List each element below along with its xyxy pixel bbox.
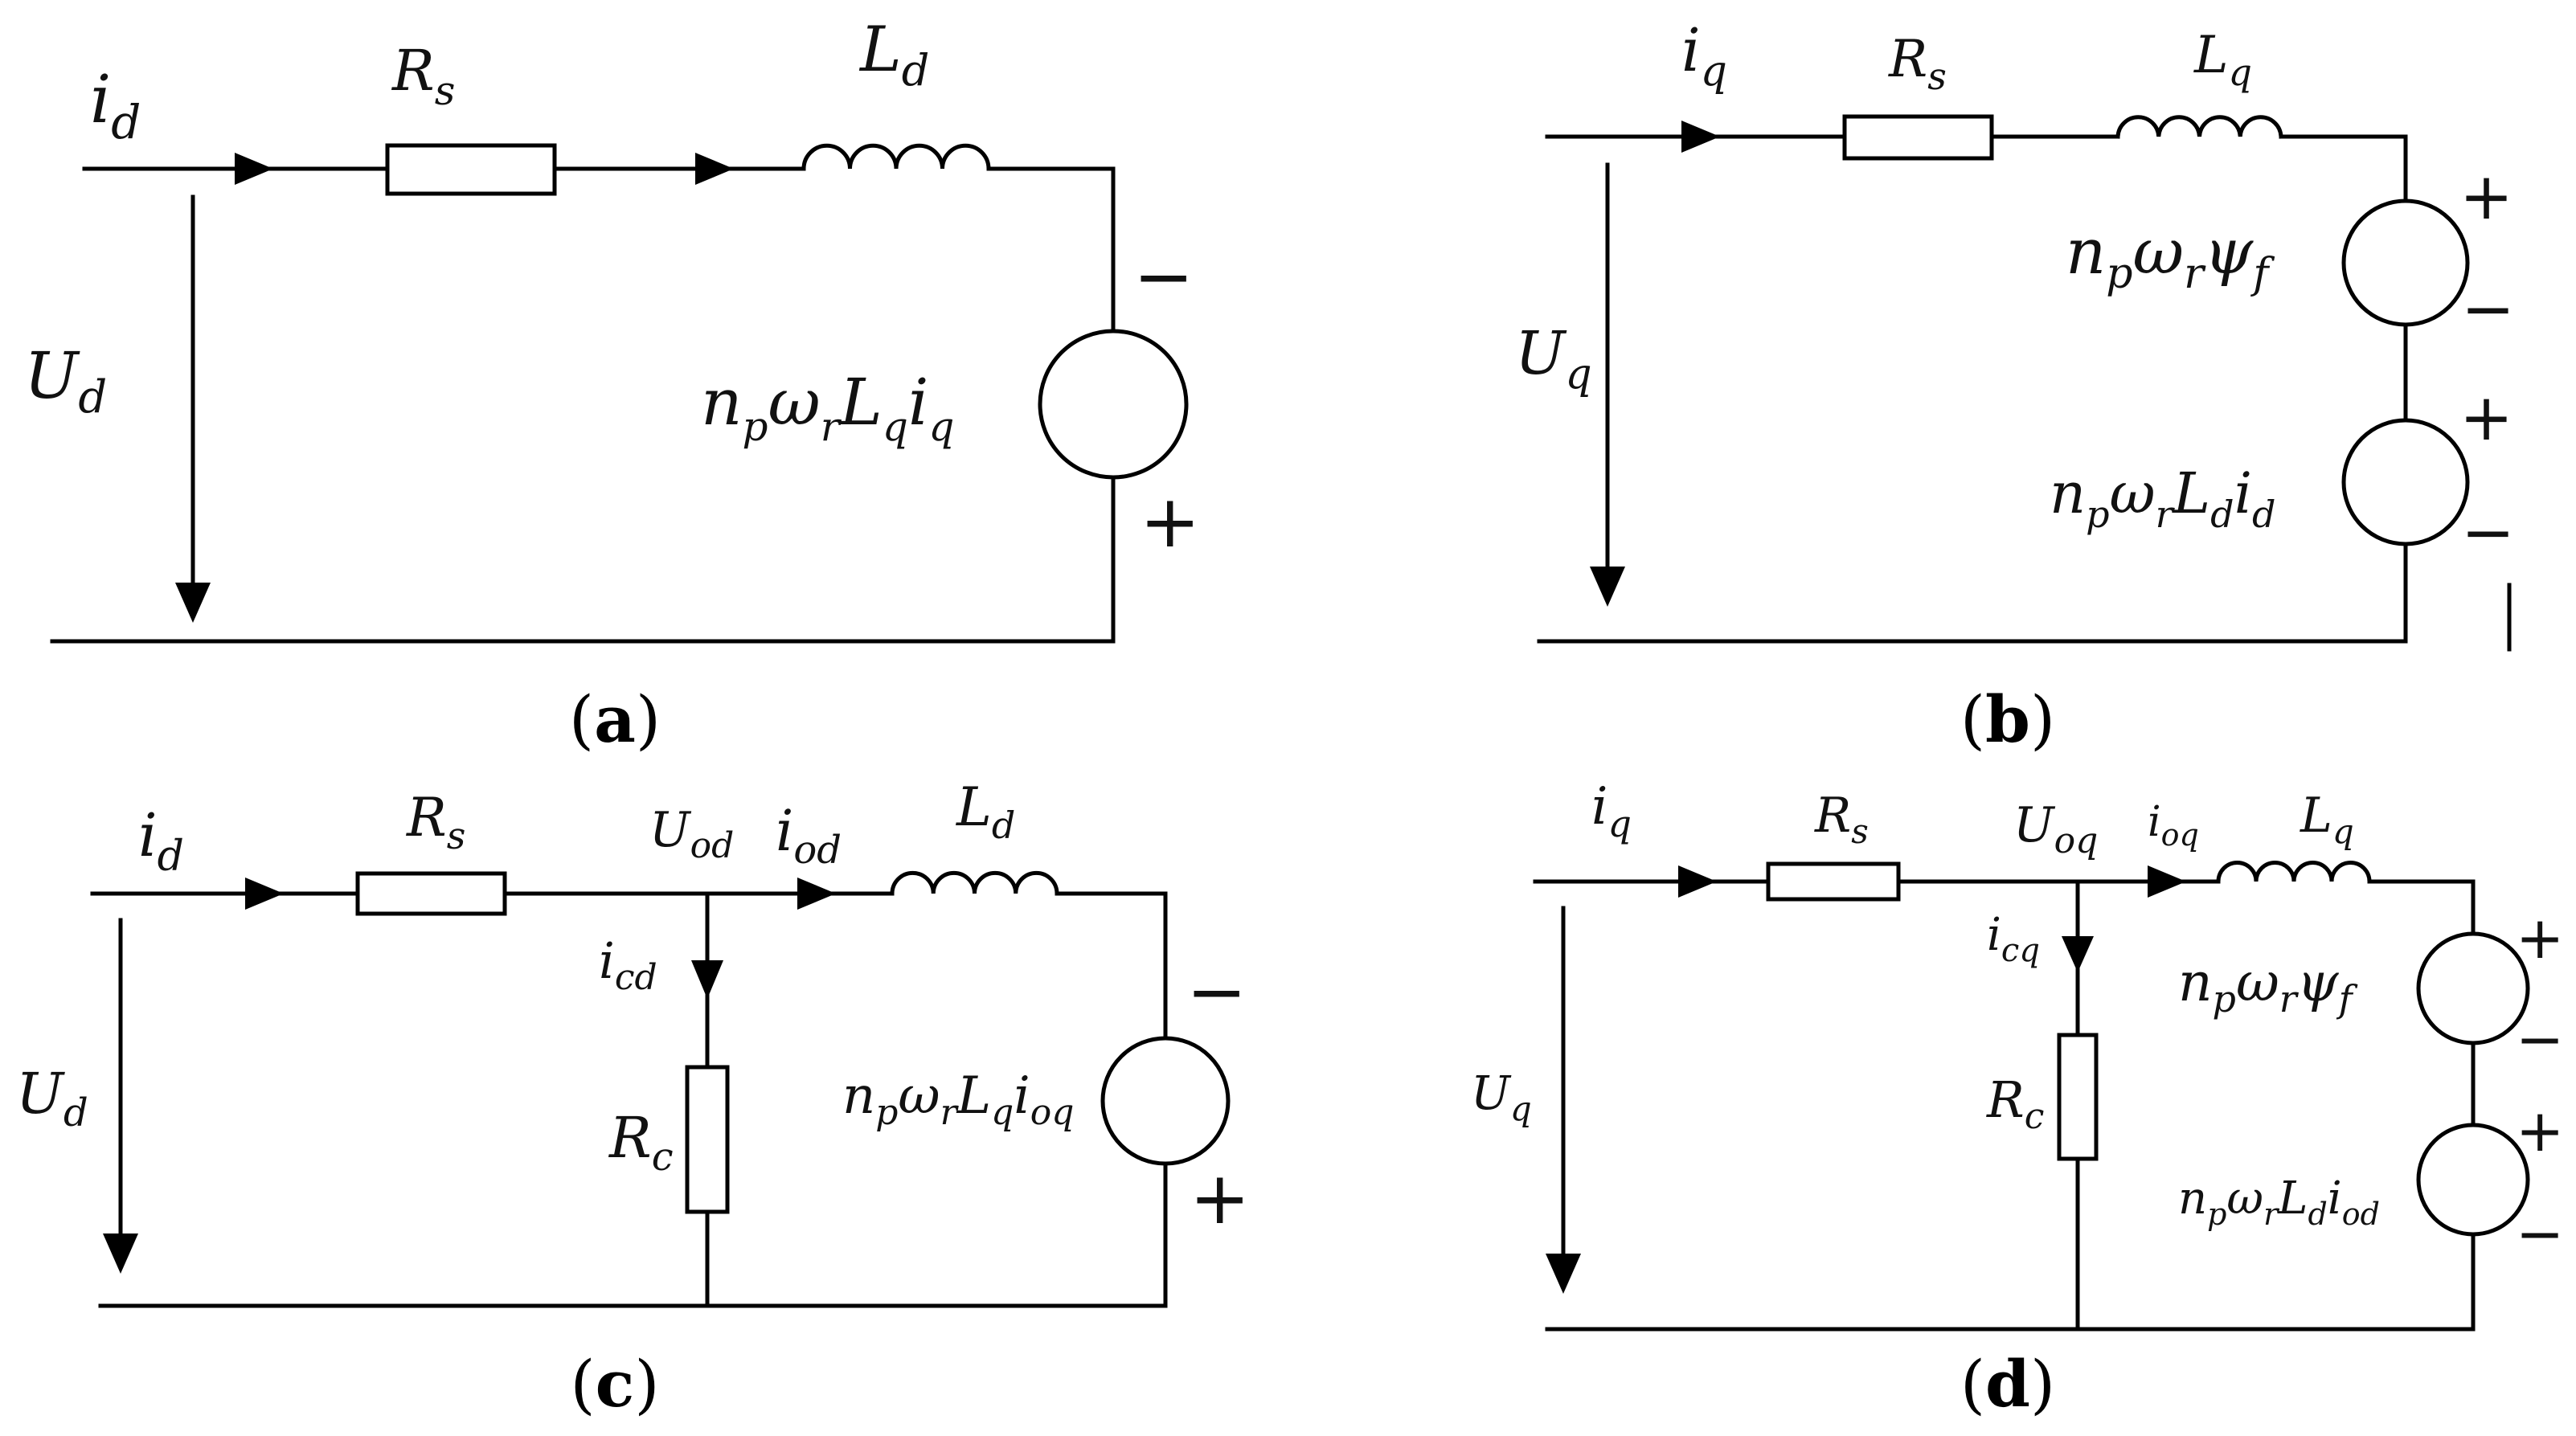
label-source-flux: npωrψf bbox=[2178, 951, 2358, 1021]
label-source-ld: npωrLdiod bbox=[2178, 1172, 2380, 1232]
current-arrow bbox=[2062, 936, 2094, 972]
inductor-ld bbox=[890, 870, 1059, 896]
current-arrow bbox=[235, 153, 273, 185]
label-source: npωrLqioq bbox=[842, 1066, 1074, 1133]
current-arrow bbox=[691, 960, 723, 999]
voltage-source-ld bbox=[2416, 1123, 2530, 1237]
caption-a: (a) bbox=[569, 681, 661, 757]
label-uq: Uq bbox=[1471, 1066, 1532, 1128]
current-arrow bbox=[797, 878, 836, 910]
sign-plus: + bbox=[1190, 1156, 1250, 1241]
label-ioq: ioq bbox=[2148, 798, 2199, 853]
label-rc: Rc bbox=[608, 1105, 674, 1180]
inductor-ld bbox=[801, 143, 991, 171]
label-source: npωrLqiq bbox=[701, 365, 954, 450]
current-arrow bbox=[695, 153, 734, 185]
label-ld: Ld bbox=[858, 14, 929, 96]
label-rs: Rs bbox=[406, 787, 465, 857]
panel-b-wires bbox=[1537, 134, 2512, 652]
panel-c: id Rs Uod iod Ld icd Rc Ud npωrLqioq − +… bbox=[16, 776, 1250, 1422]
label-iq: iq bbox=[1681, 16, 1727, 96]
label-uoq: Uoq bbox=[2013, 797, 2098, 861]
label-id: id bbox=[138, 801, 184, 881]
voltage-source-flux bbox=[2341, 198, 2470, 327]
label-uq: Uq bbox=[1515, 319, 1592, 399]
sign-minus: − bbox=[2516, 1005, 2564, 1073]
resistor-rs bbox=[355, 871, 507, 916]
sign-minus: − bbox=[1186, 950, 1247, 1034]
current-arrow bbox=[245, 878, 284, 910]
sign-plus: + bbox=[2516, 1097, 2564, 1164]
caption-b: (b) bbox=[1960, 681, 2055, 757]
label-source-ld: npωrLdid bbox=[2050, 460, 2275, 536]
label-rs: Rs bbox=[1814, 788, 1869, 851]
label-ld: Ld bbox=[956, 776, 1015, 847]
panel-d-wires bbox=[1533, 879, 2476, 1332]
resistor-rc bbox=[2057, 1033, 2099, 1161]
panel-d: iq Rs Uoq ioq Lq icq Rc Uq npωrψf npωrLd… bbox=[1471, 777, 2564, 1422]
sign-plus: + bbox=[1140, 480, 1200, 564]
current-arrow bbox=[2148, 865, 2186, 898]
voltage-arrow bbox=[175, 583, 211, 623]
voltage-arrow bbox=[1590, 567, 1625, 607]
voltage-arrow bbox=[103, 1233, 138, 1274]
label-icq: icq bbox=[1987, 909, 2040, 969]
sign-plus: + bbox=[2516, 904, 2564, 972]
resistor-rs bbox=[1766, 861, 1901, 902]
sign-minus: − bbox=[2461, 272, 2515, 346]
label-lq: Lq bbox=[2300, 788, 2354, 851]
caption-d: (d) bbox=[1960, 1346, 2055, 1422]
panel-c-wires bbox=[90, 891, 1168, 1308]
voltage-source bbox=[1100, 1036, 1231, 1166]
caption-c: (c) bbox=[570, 1346, 659, 1422]
label-rs: Rs bbox=[391, 38, 455, 114]
label-ud: Ud bbox=[24, 338, 107, 423]
resistor-rs bbox=[385, 143, 557, 196]
inductor-lq bbox=[2216, 861, 2372, 884]
panel-a-wires bbox=[50, 166, 1116, 644]
sign-minus: − bbox=[1133, 235, 1194, 319]
resistor-rs bbox=[1842, 114, 1994, 161]
voltage-source-ld bbox=[2341, 418, 2470, 546]
panel-b: iq Rs Lq Uq npωrψf npωrLdid + − + − (b) bbox=[1515, 16, 2515, 757]
current-arrow bbox=[1681, 121, 1720, 153]
label-ud: Ud bbox=[16, 1061, 88, 1135]
label-iod: iod bbox=[776, 798, 842, 873]
current-arrow bbox=[1678, 865, 1717, 898]
sign-minus: − bbox=[2461, 495, 2515, 570]
resistor-rc bbox=[685, 1065, 730, 1214]
sign-minus: − bbox=[2516, 1200, 2564, 1267]
sign-plus: + bbox=[2459, 159, 2513, 234]
inductor-lq bbox=[2115, 115, 2283, 139]
label-rs: Rs bbox=[1888, 30, 1947, 98]
panel-a: id Rs Ld Ud npωrLqiq − + (a) bbox=[24, 14, 1200, 757]
voltage-source bbox=[1038, 329, 1189, 480]
voltage-source-flux bbox=[2416, 931, 2530, 1045]
label-source-flux: npωrψf bbox=[2066, 216, 2275, 298]
label-id: id bbox=[90, 62, 141, 149]
sign-plus: + bbox=[2459, 380, 2513, 455]
label-icd: icd bbox=[599, 931, 657, 998]
label-uod: Uod bbox=[649, 802, 734, 866]
label-lq: Lq bbox=[2193, 26, 2252, 94]
label-iq: iq bbox=[1591, 777, 1632, 845]
label-rc: Rc bbox=[1986, 1070, 2044, 1137]
voltage-arrow bbox=[1546, 1254, 1581, 1294]
